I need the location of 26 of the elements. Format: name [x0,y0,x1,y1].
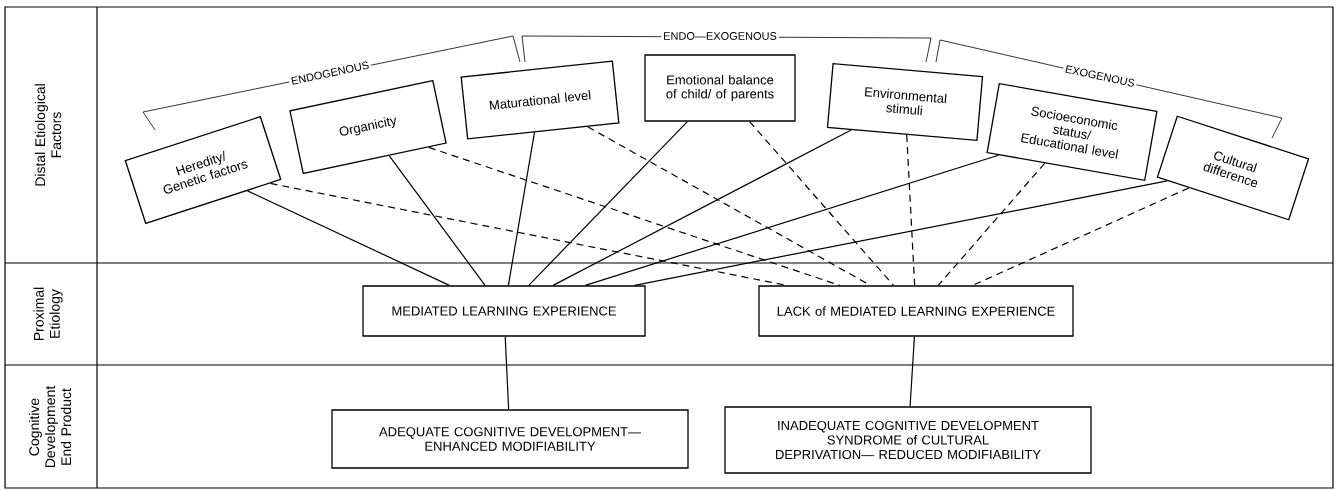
connector-line [552,129,852,286]
dashed-line [587,126,871,286]
dashed-line [906,134,916,286]
connector-line [634,180,1168,286]
connector-line [504,336,510,410]
process-box: LACK of MEDIATED LEARNING EXPERIENCE [758,285,1074,337]
process-box: MEDIATED LEARNING EXPERIENCE [362,285,646,337]
group-label: ENDO—EXOGENOUS [661,30,779,42]
dashed-line [428,146,841,286]
row-label: Distal Etiological Factors [34,84,62,186]
outcome-box: ADEQUATE COGNITIVE DEVELOPMENT— ENHANCED MODIFIABILITY [331,409,689,469]
connector-line [909,336,915,407]
dashed-line [749,121,895,286]
connector-line [246,190,450,286]
connector-line [528,121,688,286]
outcome-box: INADEQUATE COGNITIVE DEVELOPMENT SYNDROME of CULTURAL DEPRIVATION— REDUCED MODIFIABILITY [724,406,1092,474]
connector-line [584,154,999,286]
row-label: Cognitive Development End Product [28,385,72,468]
factor-box: Maturational level [460,60,620,140]
factor-box: Environmental stimuli [826,62,984,142]
connector-line [507,131,536,286]
dashed-line [972,187,1190,286]
connector-line [388,155,486,286]
factor-box: Emotional balance of child/ of parents [644,54,796,122]
dashed-line [937,162,1046,286]
row-label: Proximal Etiology [33,287,63,341]
